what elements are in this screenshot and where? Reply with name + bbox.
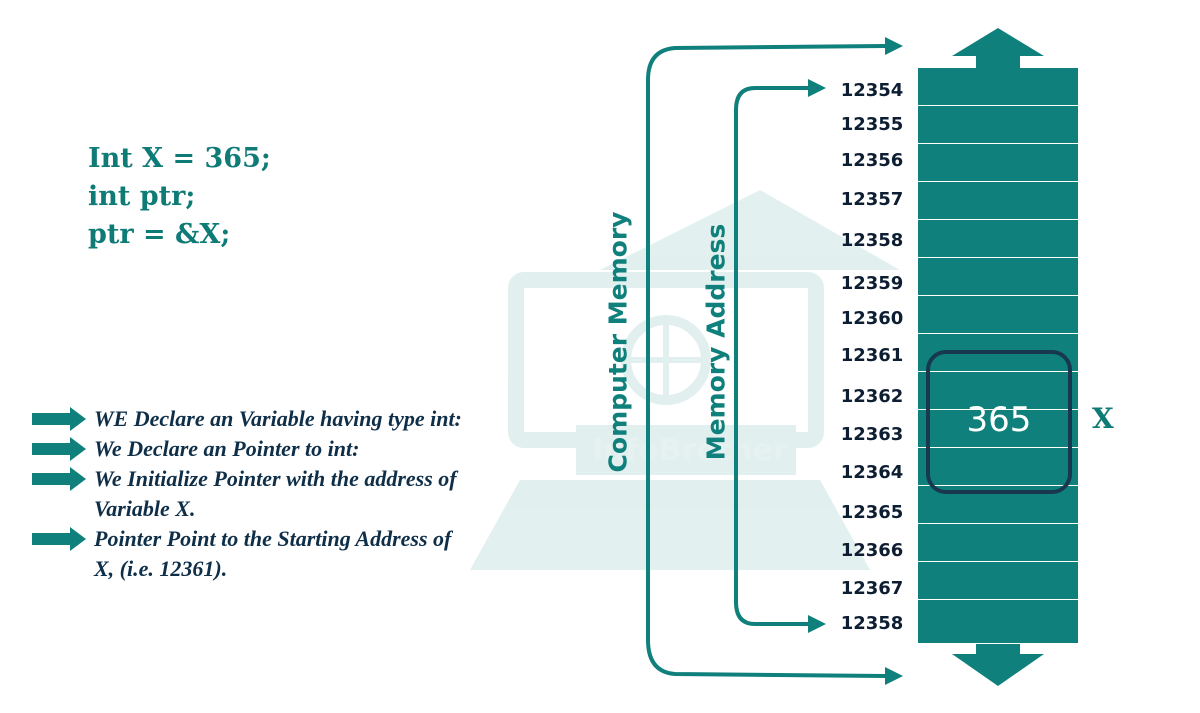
up-arrow-icon xyxy=(952,28,1044,82)
address-label: 12363 xyxy=(840,424,904,445)
code-block: Int X = 365; int ptr; ptr = &X; xyxy=(88,140,271,254)
memory-cell xyxy=(918,524,1078,562)
note-text: WE Declare an Variable having type int: xyxy=(94,406,462,431)
memory-cell xyxy=(918,372,1078,410)
address-label: 12365 xyxy=(840,502,904,523)
memory-cell xyxy=(918,106,1078,144)
note-text: Variable X. xyxy=(94,496,196,521)
address-label: 12355 xyxy=(840,114,904,135)
note-item-continued: Variable X. xyxy=(30,494,462,524)
variable-name-label: X xyxy=(1092,402,1114,435)
address-label: 12356 xyxy=(840,150,904,171)
address-label: 12360 xyxy=(840,308,904,329)
note-item: Pointer Point to the Starting Address of xyxy=(30,524,462,554)
address-label: 12367 xyxy=(840,578,904,599)
note-item-continued: X, (i.e. 12361). xyxy=(30,554,462,584)
memory-cell xyxy=(918,144,1078,182)
computer-memory-label: Computer Memory xyxy=(603,211,633,473)
right-arrow-icon xyxy=(32,527,86,551)
note-item: We Initialize Pointer with the address o… xyxy=(30,464,462,494)
watermark-text: InfoBrother xyxy=(592,433,787,468)
memory-address-bracket xyxy=(734,86,808,626)
computer-memory-bracket xyxy=(646,44,886,678)
explanation-notes: WE Declare an Variable having type int: … xyxy=(30,404,462,584)
memory-cell xyxy=(918,68,1078,106)
address-label: 12366 xyxy=(840,540,904,561)
note-item: We Declare an Pointer to int: xyxy=(30,434,462,464)
right-arrow-icon xyxy=(32,407,86,431)
memory-address-label: Memory Address xyxy=(701,223,731,461)
memory-cell xyxy=(918,182,1078,220)
code-line-assign-ptr: ptr = &X; xyxy=(88,219,231,250)
arrow-head-icon xyxy=(885,667,903,685)
note-text: We Declare an Pointer to int: xyxy=(94,436,360,461)
address-label: 12354 xyxy=(840,80,904,101)
address-label: 12358 xyxy=(840,230,904,251)
arrow-head-icon xyxy=(808,615,826,633)
address-label: 12364 xyxy=(840,462,904,483)
address-label: 12358 xyxy=(840,613,904,634)
right-arrow-icon xyxy=(32,437,86,461)
note-text: Pointer Point to the Starting Address of xyxy=(94,526,452,551)
memory-cell xyxy=(918,410,1078,448)
arrow-head-icon xyxy=(808,79,826,97)
memory-cell xyxy=(918,296,1078,334)
address-label: 12357 xyxy=(840,189,904,210)
note-item: WE Declare an Variable having type int: xyxy=(30,404,462,434)
right-arrow-icon xyxy=(32,467,86,491)
memory-cell xyxy=(918,562,1078,600)
arrow-head-icon xyxy=(885,37,903,55)
memory-cell xyxy=(918,600,1078,644)
note-text: X, (i.e. 12361). xyxy=(94,556,228,581)
down-arrow-icon xyxy=(952,640,1044,686)
address-label: 12361 xyxy=(840,345,904,366)
note-text: We Initialize Pointer with the address o… xyxy=(94,466,457,491)
address-label: 12359 xyxy=(840,273,904,294)
address-label: 12362 xyxy=(840,386,904,407)
variable-value: 365 xyxy=(966,400,1032,440)
memory-cell xyxy=(918,258,1078,296)
code-line-declare-ptr: int ptr; xyxy=(88,181,196,212)
variable-x-box xyxy=(926,350,1072,494)
memory-cell xyxy=(918,220,1078,258)
code-line-declare-x: Int X = 365; xyxy=(88,143,271,174)
